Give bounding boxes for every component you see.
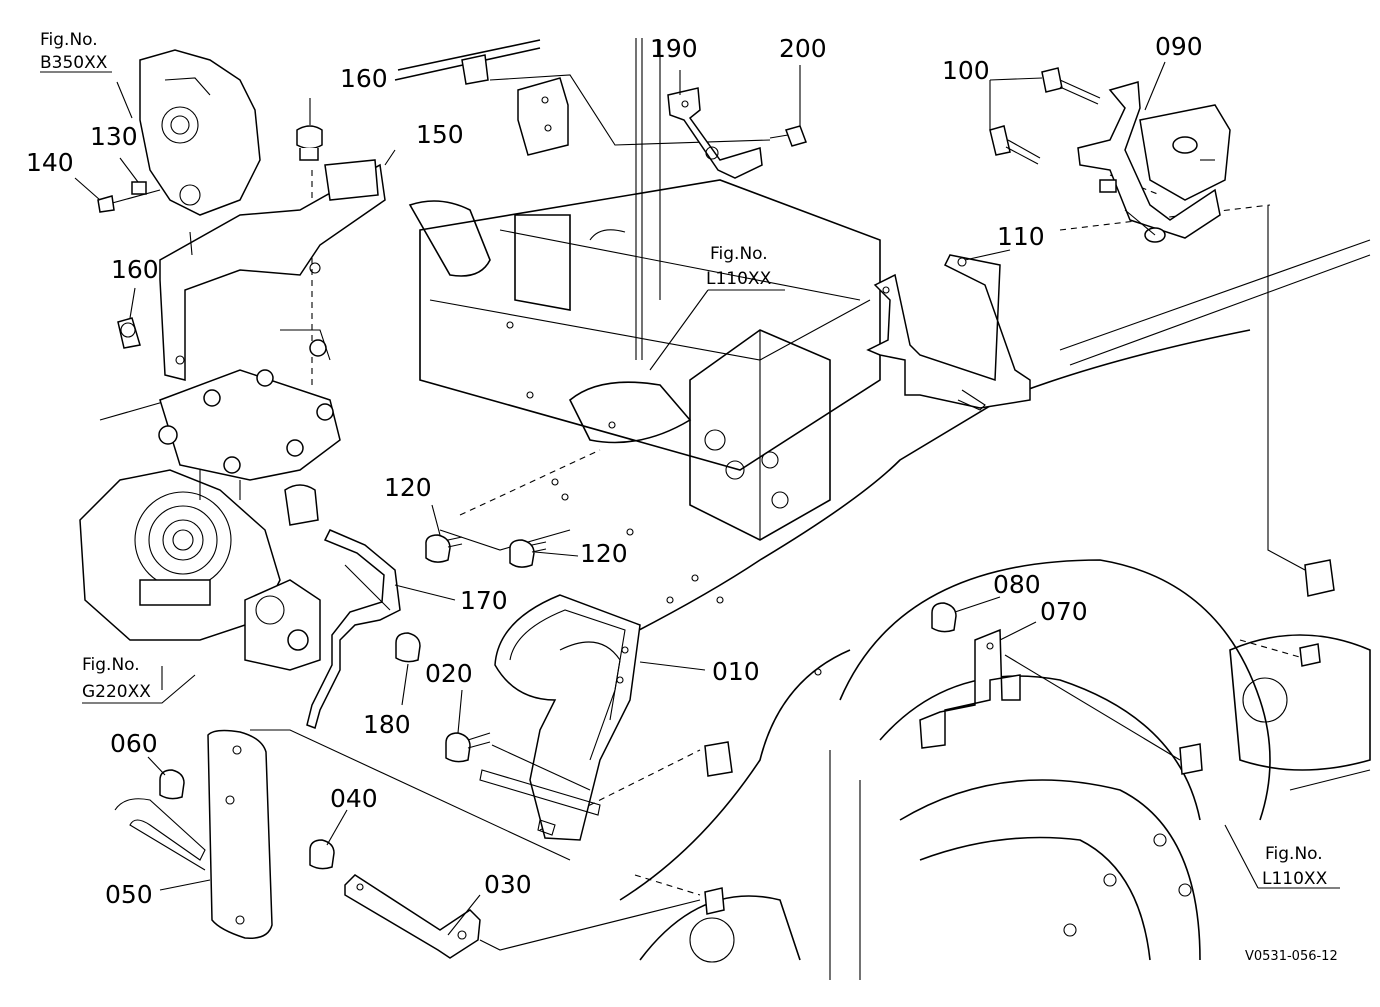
part-label-160-top: 160 <box>340 64 388 93</box>
part-label-180: 180 <box>363 710 411 739</box>
part-label-140: 140 <box>26 148 74 177</box>
bolt-060 <box>159 769 185 800</box>
fig-ref-label-b350: Fig.No. <box>40 30 98 50</box>
bracket-190 <box>667 87 763 179</box>
plate-050 <box>114 729 273 939</box>
part-number-labels: 160 150 130 140 160 190 200 100 090 110 … <box>26 32 1203 909</box>
part-label-080: 080 <box>993 570 1041 599</box>
connector-blocks <box>461 54 1335 915</box>
part-label-190: 190 <box>650 34 698 63</box>
part-label-170: 170 <box>460 586 508 615</box>
fig-ref-code-g220: G220XX <box>82 682 151 702</box>
part-label-030: 030 <box>484 870 532 899</box>
steering-pump-assembly <box>131 49 261 216</box>
bolt-180 <box>395 632 421 663</box>
bracket-110 <box>866 254 1031 411</box>
bolt-160-top <box>296 125 323 161</box>
bracket-030 <box>344 874 481 959</box>
fig-ref-label-l110-top: Fig.No. <box>710 244 768 264</box>
compressor-assembly <box>79 329 341 671</box>
bolts-120 <box>425 534 547 568</box>
part-label-020: 020 <box>425 659 473 688</box>
fig-ref-code-l110-bottom: L110XX <box>1262 869 1328 889</box>
part-label-060: 060 <box>110 729 158 758</box>
fig-ref-code-l110-top: L110XX <box>706 269 772 289</box>
part-label-120-left: 120 <box>384 473 432 502</box>
part-label-050: 050 <box>105 880 153 909</box>
fig-ref-label-g220: Fig.No. <box>82 655 140 675</box>
part-label-110: 110 <box>997 222 1045 251</box>
fig-ref-code-b350: B350XX <box>40 53 108 73</box>
part-label-100: 100 <box>942 56 990 85</box>
bolt-040 <box>309 839 335 870</box>
bracket-070 <box>919 628 1021 749</box>
part-label-150: 150 <box>416 120 464 149</box>
bolt-020 <box>445 732 491 763</box>
pipe-170 <box>306 529 401 729</box>
part-label-040: 040 <box>330 784 378 813</box>
bracket-090 <box>1077 81 1231 243</box>
bolts-100 <box>989 67 1101 165</box>
leader-lines <box>40 61 1340 936</box>
part-label-010: 010 <box>712 657 760 686</box>
bracket-150 <box>159 159 386 381</box>
bolt-140 <box>97 195 115 213</box>
part-label-200: 200 <box>779 34 827 63</box>
part-label-090: 090 <box>1155 32 1203 61</box>
chassis-frame <box>394 38 1371 980</box>
bolt-160-left <box>117 317 141 349</box>
part-label-070: 070 <box>1040 597 1088 626</box>
part-label-130: 130 <box>90 122 138 151</box>
part-label-120-right: 120 <box>580 539 628 568</box>
part-label-160-left: 160 <box>111 255 159 284</box>
figure-reference-labels: Fig.No. B350XX Fig.No. L110XX Fig.No. G2… <box>40 30 1328 889</box>
diagram-code: V0531-056-12 <box>1245 949 1338 964</box>
bolt-200 <box>769 125 807 147</box>
bracket-010 <box>479 594 641 841</box>
bolt-080 <box>931 602 957 633</box>
assembly-guide-lines <box>99 74 1311 951</box>
fig-ref-label-l110-bottom: Fig.No. <box>1265 844 1323 864</box>
